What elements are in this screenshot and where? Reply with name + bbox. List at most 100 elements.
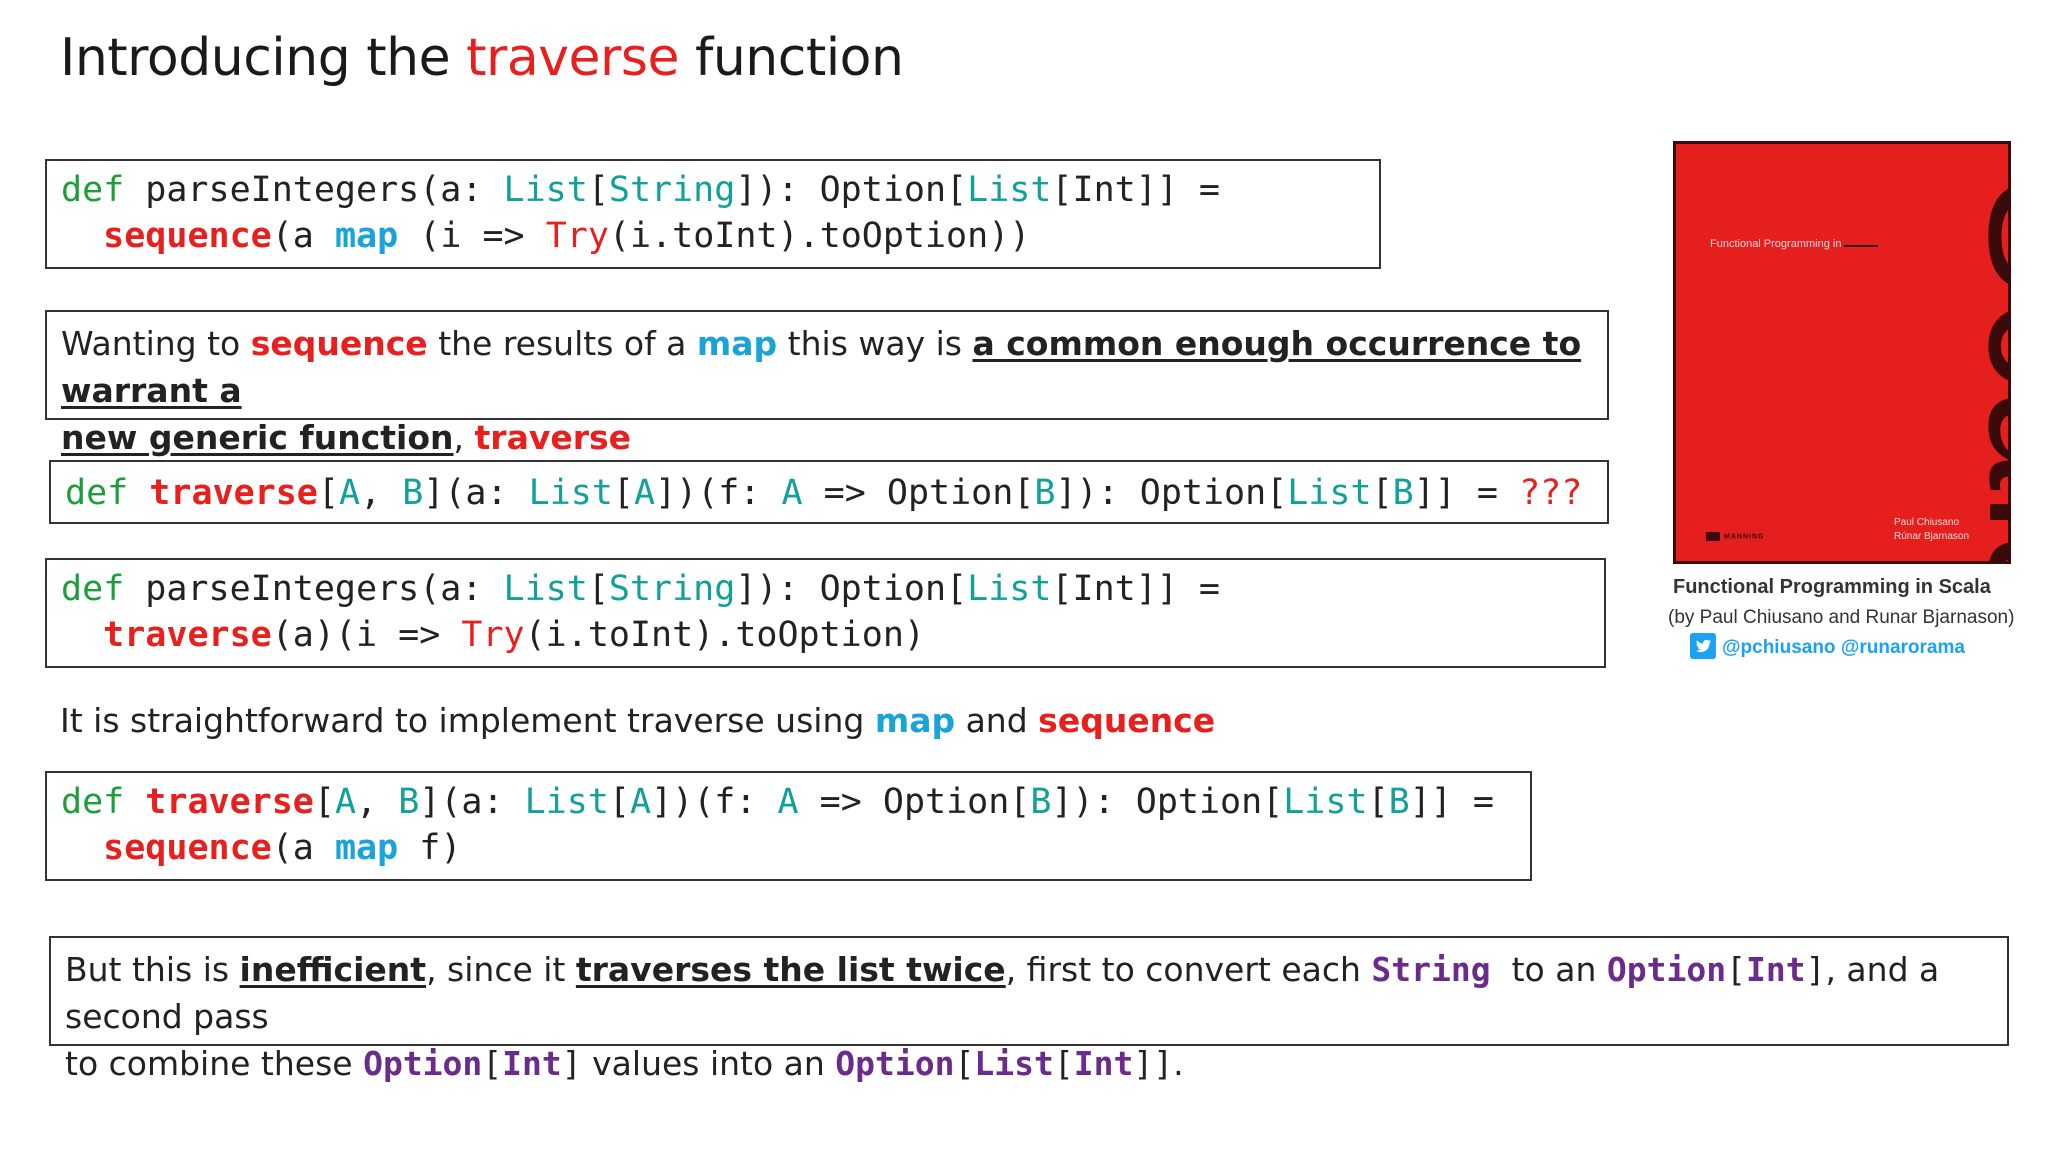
code-line: sequence(a map (i => Try(i.toInt).toOpti… xyxy=(61,213,1365,259)
manning-icon xyxy=(1706,532,1720,541)
code-text: ]): Option[ xyxy=(1055,473,1288,513)
prose-text: , first to convert each xyxy=(1005,950,1372,989)
title-suffix: function xyxy=(678,28,904,88)
code-text: => Option[ xyxy=(798,782,1031,822)
code-text: f) xyxy=(398,828,462,868)
prose-text: and xyxy=(955,701,1039,740)
type-param: B xyxy=(1388,782,1410,822)
keyword-def: def xyxy=(65,473,129,513)
prose-text: to combine these xyxy=(65,1044,364,1083)
code-line: traverse(a)(i => Try(i.toInt).toOption) xyxy=(61,612,1590,658)
code-text: parseIntegers(a: xyxy=(124,569,504,609)
prose-text: , since it xyxy=(426,950,576,989)
emphasis-text: inefficient xyxy=(239,950,427,989)
type-param: A xyxy=(781,473,803,513)
code-text: ]): Option[ xyxy=(1051,782,1284,822)
emphasis-text: traverses the list twice xyxy=(575,950,1006,989)
type-param: A xyxy=(777,782,799,822)
code-text: parseIntegers(a: xyxy=(124,170,504,210)
prose-text: the results of a xyxy=(427,324,697,363)
emphasis-text: new generic function xyxy=(61,418,454,457)
type-option: Option xyxy=(835,1044,955,1083)
try-call: Try xyxy=(545,216,609,256)
traverse-call: traverse xyxy=(103,615,272,655)
type-list: List xyxy=(503,170,588,210)
type-option: Option xyxy=(1606,950,1727,989)
type-param: B xyxy=(1034,473,1056,513)
code-text: (a xyxy=(271,828,335,868)
code-text: (i.toInt).toOption)) xyxy=(608,216,1031,256)
book-caption-authors: (by Paul Chiusano and Runar Bjarnason) xyxy=(1668,607,2015,628)
type-option: Option xyxy=(363,1044,483,1083)
type-param: A xyxy=(334,782,357,822)
code-text: [Int]] = xyxy=(1051,170,1220,210)
code-text: (a xyxy=(271,216,335,256)
code-text: ](a: xyxy=(419,782,525,822)
sequence-word: sequence xyxy=(250,324,428,363)
twitter-handle-text[interactable]: @pchiusano @runarorama xyxy=(1722,637,1965,658)
code-text xyxy=(124,782,145,822)
code-text: [Int]] = xyxy=(1051,569,1220,609)
code-text: [ xyxy=(587,170,609,210)
code-indent xyxy=(61,615,103,655)
code-text: , xyxy=(360,473,403,513)
bracket: [ xyxy=(1726,950,1746,989)
type-param: A xyxy=(634,473,656,513)
prose-box-generic-function: Wanting to sequence the results of a map… xyxy=(45,310,1609,457)
code-text: , xyxy=(356,782,399,822)
type-param: A xyxy=(630,782,652,822)
type-list: List xyxy=(967,170,1052,210)
type-string: String xyxy=(608,170,736,210)
bracket: [ xyxy=(482,1044,503,1083)
code-text: (i.toInt).toOption) xyxy=(524,615,925,655)
code-text xyxy=(128,473,149,513)
type-list: List xyxy=(1283,782,1368,822)
code-text: ]): Option[ xyxy=(735,569,968,609)
page-title: Introducing the traverse function xyxy=(60,28,904,88)
code-box-traverse-implementation: def traverse[A, B](a: List[A])(f: A => O… xyxy=(45,771,1532,881)
prose-text: this way is xyxy=(777,324,973,363)
book-authors: Paul Chiusano Rúnar Bjarnason xyxy=(1894,516,1969,544)
code-text: [ xyxy=(313,782,335,822)
keyword-def: def xyxy=(61,782,125,822)
code-text: [ xyxy=(1367,782,1389,822)
type-param: B xyxy=(1392,473,1414,513)
code-text: ]] = xyxy=(1409,782,1495,822)
prose-text: values into an xyxy=(581,1044,836,1083)
type-list: List xyxy=(974,1044,1054,1083)
code-text: ])(f: xyxy=(655,473,782,513)
code-text: [ xyxy=(608,782,630,822)
type-param: B xyxy=(398,782,420,822)
code-line: sequence(a map f) xyxy=(61,825,1516,871)
code-text: ](a: xyxy=(423,473,529,513)
type-list: List xyxy=(524,782,609,822)
publisher-name: MANNING xyxy=(1724,533,1765,541)
publisher-logo: MANNING xyxy=(1706,532,1764,541)
bracket: [ xyxy=(1053,1044,1074,1083)
book-author: Rúnar Bjarnason xyxy=(1894,531,1970,542)
try-call: Try xyxy=(461,615,525,655)
type-list: List xyxy=(503,569,588,609)
map-word: map xyxy=(696,324,778,363)
prose-text: It is straightforward to implement trave… xyxy=(60,701,875,740)
code-box-parse-integers-sequence: def parseIntegers(a: List[String]): Opti… xyxy=(45,159,1381,269)
book-author: Paul Chiusano xyxy=(1894,517,1960,528)
traverse-name: traverse xyxy=(145,782,314,822)
code-box-traverse-signature: def traverse[A, B](a: List[A])(f: A => O… xyxy=(49,460,1609,524)
bracket: [ xyxy=(954,1044,975,1083)
prose-box-inefficient: But this is inefficient, since it traver… xyxy=(49,936,2009,1083)
prose-text: , xyxy=(453,418,475,457)
type-string: String xyxy=(1371,950,1491,989)
map-word: map xyxy=(874,701,956,740)
code-box-parse-integers-traverse: def parseIntegers(a: List[String]): Opti… xyxy=(45,558,1606,668)
prose-text: to an xyxy=(1490,950,1607,989)
unimplemented-marker: ??? xyxy=(1519,473,1583,513)
twitter-icon xyxy=(1690,632,1716,659)
type-list: List xyxy=(1287,473,1372,513)
traverse-word: traverse xyxy=(474,418,632,457)
code-text: => Option[ xyxy=(802,473,1035,513)
code-text: [ xyxy=(1371,473,1393,513)
sequence-call: sequence xyxy=(103,828,272,868)
prose-text: Wanting to xyxy=(61,324,251,363)
type-param: A xyxy=(338,473,361,513)
